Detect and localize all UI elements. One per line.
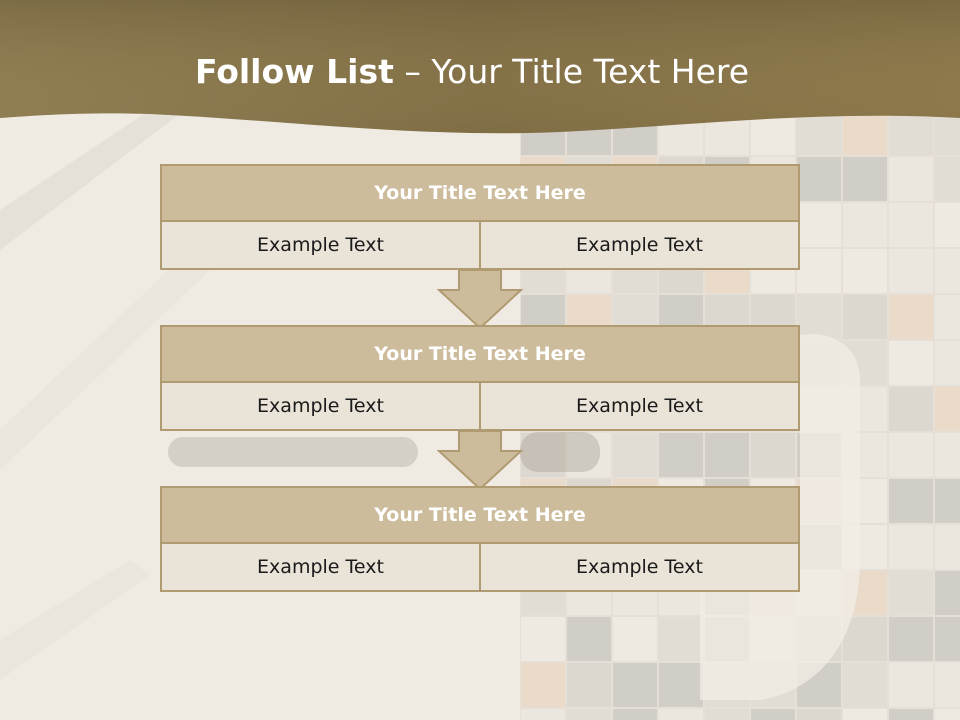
wall-tile [935, 617, 960, 661]
slide-title: Follow List – Your Title Text Here [0, 52, 944, 91]
wall-tile [659, 709, 703, 720]
wall-tile [613, 433, 657, 477]
slide-title-rest: – Your Title Text Here [393, 52, 750, 91]
wall-tile [889, 387, 933, 431]
wall-tile [889, 111, 933, 155]
wall-tile [567, 617, 611, 661]
wall-tile [843, 157, 887, 201]
block-title: Your Title Text Here [162, 327, 798, 383]
block-row: Example Text Example Text [162, 544, 798, 590]
wall-tile [843, 295, 887, 339]
down-arrow-icon [437, 270, 523, 330]
wall-tile [843, 709, 887, 720]
wall-tile [935, 249, 960, 293]
wall-tile [935, 157, 960, 201]
wall-tile [797, 203, 841, 247]
wall-tile [705, 433, 749, 477]
wall-tile [797, 295, 841, 339]
wall-tile [567, 433, 611, 477]
wall-tile [613, 709, 657, 720]
wall-tile [935, 387, 960, 431]
block-cell-right: Example Text [479, 383, 798, 429]
wall-tile [889, 295, 933, 339]
wall-tile [935, 571, 960, 615]
follow-block-2: Your Title Text Here Example Text Exampl… [160, 325, 800, 431]
block-cell-right: Example Text [479, 222, 798, 268]
wall-tile [659, 433, 703, 477]
wall-tile [521, 617, 565, 661]
wall-tile [613, 617, 657, 661]
wall-tile [889, 571, 933, 615]
follow-block-1: Your Title Text Here Example Text Exampl… [160, 164, 800, 270]
wall-tile [935, 709, 960, 720]
block-cell-left: Example Text [257, 395, 384, 417]
wall-tile [935, 479, 960, 523]
wall-tile [659, 617, 703, 661]
wall-tile [889, 479, 933, 523]
wall-tile [567, 709, 611, 720]
wall-tile [797, 111, 841, 155]
wall-tile [521, 663, 565, 707]
wall-tile [935, 203, 960, 247]
wall-tile [843, 203, 887, 247]
slide-title-bold: Follow List [194, 52, 394, 91]
wall-tile [889, 203, 933, 247]
wall-tile [889, 663, 933, 707]
wall-tile [889, 617, 933, 661]
wall-tile [889, 157, 933, 201]
wall-tile [567, 663, 611, 707]
block-cell-left: Example Text [257, 234, 384, 256]
wall-tile [889, 249, 933, 293]
wall-tile [843, 617, 887, 661]
wall-tile [889, 525, 933, 569]
block-title: Your Title Text Here [162, 488, 798, 544]
wall-tile [935, 111, 960, 155]
wall-tile [935, 525, 960, 569]
block-cell-left: Example Text [257, 556, 384, 578]
wall-tile [751, 709, 795, 720]
follow-block-3: Your Title Text Here Example Text Exampl… [160, 486, 800, 592]
wall-tile [705, 709, 749, 720]
wall-tile [613, 663, 657, 707]
wall-tile [797, 157, 841, 201]
wall-tile [843, 663, 887, 707]
down-arrow-icon [437, 431, 523, 491]
wall-tile [521, 709, 565, 720]
wall-tile [935, 295, 960, 339]
wall-tile [797, 709, 841, 720]
wall-tile [889, 433, 933, 477]
block-title: Your Title Text Here [162, 166, 798, 222]
wall-tile [889, 341, 933, 385]
wall-tile [843, 111, 887, 155]
wall-tile [935, 663, 960, 707]
block-cell-right: Example Text [479, 544, 798, 590]
wall-tile [659, 663, 703, 707]
wall-tile [935, 433, 960, 477]
wall-tile [751, 433, 795, 477]
block-row: Example Text Example Text [162, 383, 798, 429]
wall-tile [843, 249, 887, 293]
wall-tile [889, 709, 933, 720]
wall-tile [797, 249, 841, 293]
wall-tile [521, 433, 565, 477]
wall-tile [935, 341, 960, 385]
block-row: Example Text Example Text [162, 222, 798, 268]
